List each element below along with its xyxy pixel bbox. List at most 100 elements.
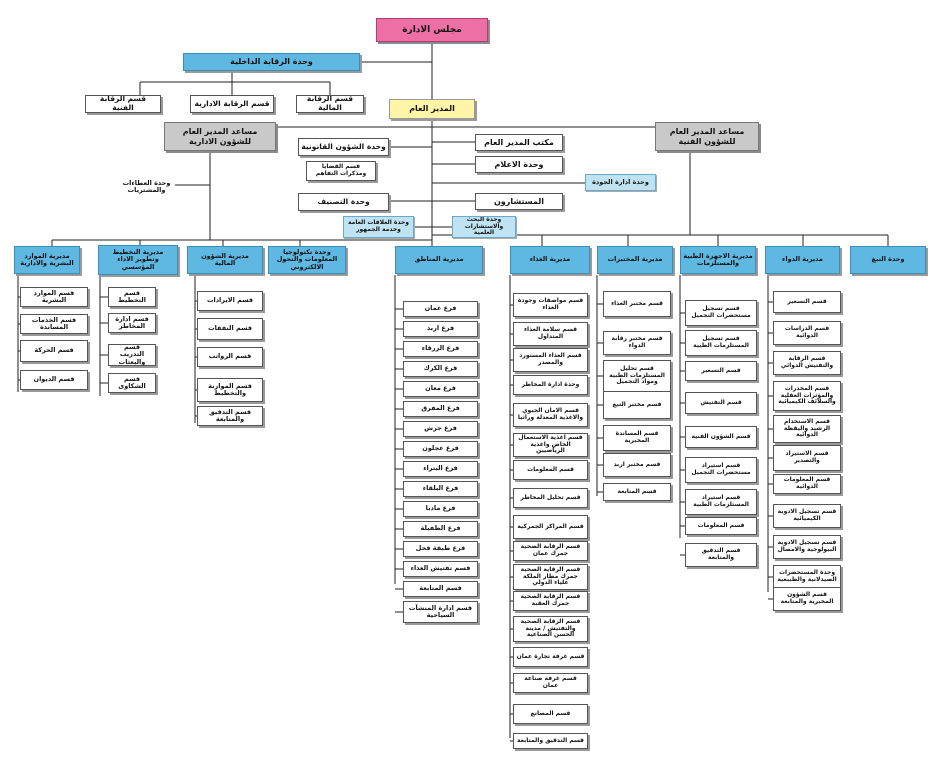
section-box: قسم تحليل المستلزمات الطبية ومواد التجمي…: [603, 360, 671, 392]
section-box: قسم النفقات: [197, 318, 263, 340]
section-box: فرع الطفيلة: [403, 521, 478, 537]
legal-section: قسم القضايا ومذكرات التفاهم: [306, 161, 376, 181]
internal-audit-unit: وحدة الرقابة الداخلية: [183, 53, 360, 71]
section-box: فرع الزرقاء: [403, 341, 478, 357]
audit-section-financial: قسم الرقابة المالية: [296, 95, 364, 113]
section-box: قسم مواصفات وجودة الغذاء: [513, 293, 588, 317]
directorate-9: وحدة التبغ: [850, 246, 926, 274]
section-box: قسم التفتيش: [685, 392, 757, 414]
legal-unit: وحدة الشؤون القانونية: [298, 138, 389, 156]
assistant-tech-box: مساعد المدير العام للشؤون الفنية: [655, 122, 759, 151]
directorate-3: وحدة تكنولوجيا المعلومات والتحول الالكتر…: [268, 246, 346, 274]
section-box: قسم الديوان: [20, 370, 88, 390]
section-box: قسم تفتيش الغذاء: [403, 561, 478, 577]
public-relations-unit: وحدة العلاقات العامة وخدمة الجمهور: [343, 216, 414, 238]
section-box: قسم الخدمات المساندة: [20, 314, 88, 334]
section-box: قسم تسجيل الادوية البيولوجية والامصال: [773, 535, 841, 559]
section-box: فرع طبقة فحل: [403, 541, 478, 557]
section-box: قسم تسجيل مستحضرات التجميل: [685, 300, 757, 326]
section-box: قسم ادارة المنشآت السياحية: [403, 601, 478, 623]
audit-section-technical: قسم الرقابة الفنية: [85, 95, 161, 113]
gm-office: مكتب المدير العام: [475, 134, 563, 151]
section-box: قسم التسعير: [685, 361, 757, 381]
section-box: قسم المعلومات: [513, 460, 588, 480]
classification-unit: وحدة التصنيف: [298, 193, 389, 211]
section-box: فرع البلقاء: [403, 481, 478, 497]
section-box: فرع جرش: [403, 421, 478, 437]
directorate-7: مديرية الاجهزة الطبية والمستلزمات: [680, 246, 756, 274]
media-unit: وحدة الاعلام: [475, 156, 563, 173]
section-box: قسم الموازنة والتخطيط: [197, 378, 263, 402]
section-box: قسم التدريب والبعثات: [108, 344, 156, 366]
section-box: قسم الغذاء المستورد والمصدر: [513, 348, 588, 372]
section-box: فرع المفرق: [403, 401, 478, 417]
quality-unit: وحدة ادارة الجودة: [585, 174, 656, 191]
section-box: قسم المخدرات والمؤثرات العقلية والسلائف …: [773, 381, 841, 411]
section-box: قسم الرواتب: [197, 347, 263, 367]
directorate-5: مديرية الغذاء: [510, 246, 590, 274]
advisors: المستشارون: [475, 193, 563, 210]
audit-section-admin: قسم الرقابة الادارية: [190, 95, 274, 113]
section-box: قسم تسجيل الادوية الكيميائية: [773, 504, 841, 528]
section-box: قسم الشؤون الفنية: [685, 426, 757, 448]
section-box: فرع الكرك: [403, 361, 478, 377]
directorate-1: مديرية التخطيط وتطوير الاداء المؤسسي: [98, 245, 178, 275]
section-box: قسم الرقابة الصحية جمرك العقبة: [513, 591, 588, 611]
section-box: قسم الموارد البشرية: [20, 287, 88, 307]
section-box: قسم ادارة المخاطر: [108, 313, 156, 333]
section-box: قسم المتابعة: [403, 581, 478, 597]
section-box: قسم التدقيق والمتابعة: [513, 733, 588, 749]
section-box: قسم استيراد مستحضرات التجميل: [685, 457, 757, 483]
section-box: قسم مختبر اربد: [603, 453, 671, 477]
section-box: قسم الايرادات: [197, 291, 263, 311]
directorate-2: مديرية الشؤون المالية: [187, 246, 263, 274]
section-box: قسم الشؤون المخبرية والمتابعة: [773, 587, 841, 611]
section-box: قسم الرقابة الصحية والتفتيش / مدينة الحس…: [513, 616, 588, 642]
section-box: قسم الرقابة الصحية جمرك عمان: [513, 541, 588, 561]
section-box: قسم الشكاوى: [108, 373, 156, 393]
section-box: قسم تحليل المخاطر: [513, 488, 588, 508]
section-box: قسم تسجيل المستلزمات الطبية: [685, 330, 757, 356]
section-box: وحدة ادارة المخاطر: [513, 375, 588, 395]
section-box: قسم المعلومات: [685, 517, 757, 535]
board-box: مجلس الادارة: [376, 18, 488, 42]
section-box: فرع البتراء: [403, 461, 478, 477]
section-box: فرع عجلون: [403, 441, 478, 457]
section-box: قسم الاستيراد والتصدير: [773, 445, 841, 471]
section-box: قسم الامان الحيوي والاغذية المعدلة وراثي…: [513, 403, 588, 427]
tenders-unit: وحدة العطاءات والمشتريات: [122, 178, 171, 194]
directorate-8: مديرية الدواء: [765, 246, 840, 274]
section-box: قسم مختبر رقابة الدواء: [603, 331, 671, 355]
section-box: قسم المراكز الجمركية: [513, 515, 588, 539]
section-box: قسم الرقابة والتفتيش الدوائي: [773, 351, 841, 375]
section-box: قسم الدراسات الدوائية: [773, 321, 841, 345]
section-box: قسم اغذية الاستعمال الخاص واغذية الرياضي…: [513, 433, 588, 457]
section-box: قسم الرقابة الصحية جمرك مطار الملكة عليا…: [513, 564, 588, 590]
section-box: قسم التسعير: [773, 291, 841, 313]
research-unit: وحدة البحث والاستشارات العلمية: [452, 216, 516, 238]
section-box: قسم المصانع: [513, 704, 588, 724]
assistant-admin-box: مساعد المدير العام للشؤون الادارية: [164, 122, 276, 151]
section-box: قسم التدقيق والمتابعة: [685, 543, 757, 567]
section-box: قسم مختبر الغذاء: [603, 291, 671, 317]
directorate-0: مديرية الموارد البشرية والادارية: [14, 246, 80, 274]
section-box: فرع معان: [403, 381, 478, 397]
section-box: قسم التخطيط: [108, 287, 156, 307]
section-box: قسم المعلومات الدوائية: [773, 474, 841, 494]
general-manager-box: المدير العام: [389, 99, 475, 119]
section-box: قسم الحركة: [20, 340, 88, 362]
section-box: قسم استيراد المستلزمات الطبية: [685, 489, 757, 515]
section-box: قسم الاستخدام الرشيد واليقظة الدوائية: [773, 415, 841, 443]
directorate-4: مديرية المناطق: [395, 246, 483, 274]
directorate-6: مديرية المختبرات: [597, 246, 673, 274]
section-box: قسم المتابعة: [603, 483, 671, 501]
section-box: قسم سلامة الغذاء المتداول: [513, 322, 588, 346]
section-box: فرع مادبا: [403, 501, 478, 517]
section-box: فرع اربد: [403, 321, 478, 337]
section-box: فرع عمان: [403, 301, 478, 317]
section-box: وحدة المستحضرات الصيدلانية والطبيعية: [773, 565, 841, 589]
section-box: قسم التدقيق والمتابعة: [197, 406, 263, 426]
section-box: قسم غرفة تجارة عمان: [513, 647, 588, 667]
